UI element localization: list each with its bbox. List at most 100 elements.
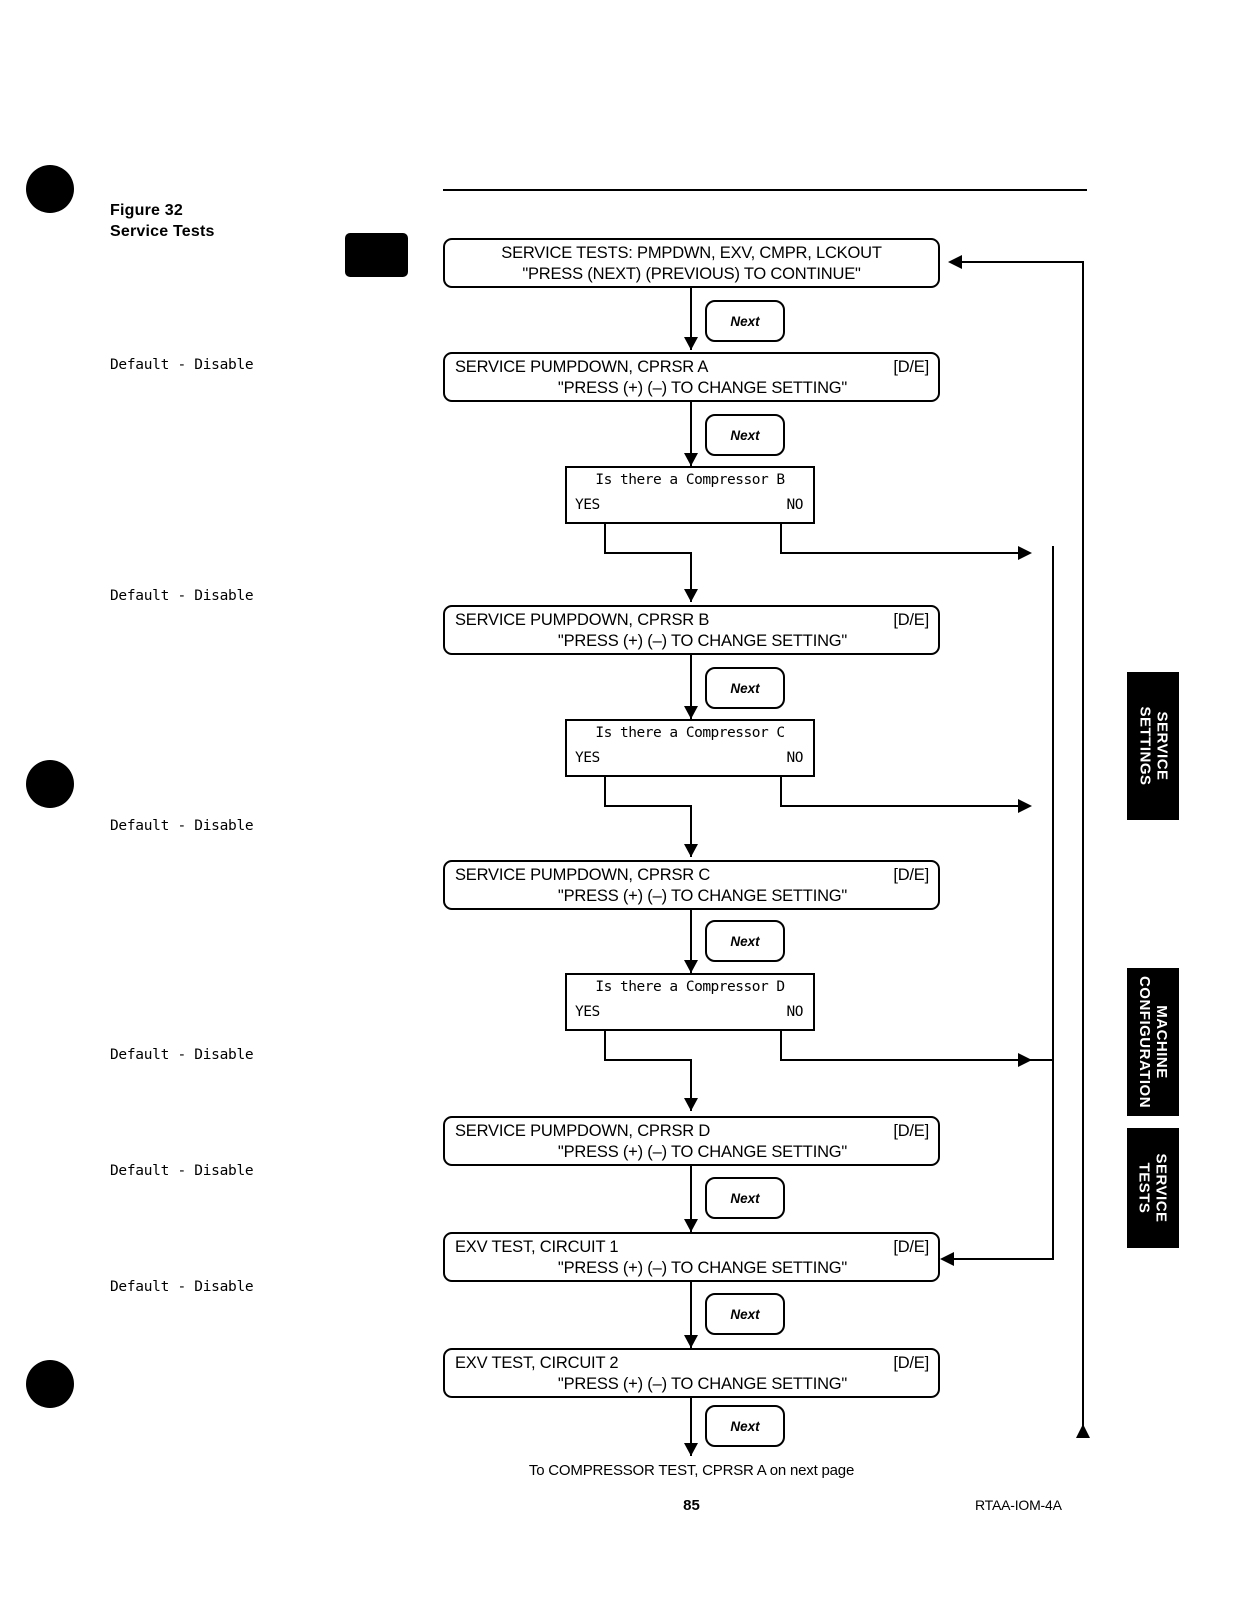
connector-d-yes-down [604,1031,606,1061]
box-exv-test-circuit-1: EXV TEST, CIRCUIT 1 [D/E] "PRESS (+) (–)… [443,1232,940,1282]
side-tab-line-1: SERVICE [1153,1153,1170,1223]
box-de-tag: [D/E] [893,866,929,884]
default-label-pumpdown-a: Default - Disable [110,357,254,373]
side-tab-line-1: SERVICE [1153,711,1171,781]
box-de-tag: [D/E] [893,358,929,376]
side-tab-machine-configuration[interactable]: MACHINE CONFIGURATION [1127,968,1179,1116]
side-tab-line-2: SETTINGS [1136,706,1154,786]
arrowhead-return-from-next-page [1076,1424,1090,1438]
connector-exv-2-to-next-page [690,1398,692,1456]
punch-hole-bottom [26,1360,74,1408]
arrowhead-pumpdown-d [684,1098,698,1111]
side-tab-service-tests[interactable]: SERVICE TESTS [1127,1128,1179,1248]
decision-no: NO [786,1004,804,1020]
connector-b-no-across [780,552,1020,554]
next-button-4[interactable]: Next [705,920,785,962]
box-de-tag: [D/E] [893,1122,929,1140]
box-line-1: SERVICE TESTS: PMPDWN, EXV, CMPR, LCKOUT [501,244,882,262]
arrowhead-exv-1 [684,1219,698,1232]
box-line-1: SERVICE PUMPDOWN, CPRSR B [455,611,710,629]
side-tab-line-2: TESTS [1136,1162,1153,1214]
arrowhead-exv-2 [684,1335,698,1348]
return-rail-outer-across [962,261,1084,263]
next-button-3[interactable]: Next [705,667,785,709]
decision-question: Is there a Compressor B [595,472,785,488]
return-rail-inner-lower [1052,1059,1054,1259]
box-de-tag: [D/E] [893,1238,929,1256]
connector-c-yes-to-pumpdown-c [690,805,692,857]
connector-c-no-across [780,805,1020,807]
box-line-2: "PRESS (+) (–) TO CHANGE SETTING" [557,1375,848,1393]
box-service-tests-banner: SERVICE TESTS: PMPDWN, EXV, CMPR, LCKOUT… [443,238,940,288]
box-service-pumpdown-cprsr-d: SERVICE PUMPDOWN, CPRSR D [D/E] "PRESS (… [443,1116,940,1166]
connector-d-no-across [780,1059,1020,1061]
box-service-pumpdown-cprsr-a: SERVICE PUMPDOWN, CPRSR A [D/E] "PRESS (… [443,352,940,402]
decision-is-there-compressor-b: Is there a Compressor B YES NO [565,466,815,524]
punch-hole-top [26,165,74,213]
decision-question: Is there a Compressor C [595,725,785,741]
arrowhead-pumpdown-c [684,844,698,857]
figure-title: Service Tests [110,223,215,240]
decision-no: NO [786,750,804,766]
box-line-1: SERVICE PUMPDOWN, CPRSR A [455,358,709,376]
box-line-2: "PRESS (+) (–) TO CHANGE SETTING" [557,887,848,905]
return-rail-inner [1052,546,1054,1061]
default-label-pumpdown-c: Default - Disable [110,818,254,834]
connector-banner-to-pumpdown-a [690,288,692,350]
side-tab-line-2: CONFIGURATION [1136,975,1154,1109]
default-label-pumpdown-d: Default - Disable [110,1047,254,1063]
connector-c-yes-down [604,777,606,807]
box-line-1: EXV TEST, CIRCUIT 2 [455,1354,619,1372]
next-button-2[interactable]: Next [705,414,785,456]
connector-b-yes-to-pumpdown-b [690,552,692,602]
box-line-1: EXV TEST, CIRCUIT 1 [455,1238,619,1256]
return-rail-inner-across [948,1059,1054,1061]
box-line-2: "PRESS (+) (–) TO CHANGE SETTING" [557,379,848,397]
arrowhead-return-to-exv-1 [940,1252,954,1266]
side-tab-service-settings[interactable]: SERVICE SETTINGS [1127,672,1179,820]
next-button-1[interactable]: Next [705,300,785,342]
tab-marker-block [345,233,408,277]
side-tab-line-1: MACHINE [1153,1005,1171,1079]
connector-b-yes-down [604,524,606,554]
box-line-1: SERVICE PUMPDOWN, CPRSR C [455,866,711,884]
arrowhead-pumpdown-a [684,337,698,350]
arrowhead-pumpdown-b [684,589,698,602]
decision-yes: YES [575,1004,600,1020]
box-de-tag: [D/E] [893,611,929,629]
decision-yes: YES [575,497,600,513]
default-label-exv-1: Default - Disable [110,1163,254,1179]
document-code: RTAA-IOM-4A [975,1497,1062,1513]
connector-c-yes-across [604,805,692,807]
connector-b-no-down [780,524,782,554]
next-button-7[interactable]: Next [705,1405,785,1447]
connector-b-yes-across [604,552,692,554]
arrowhead-b-no [1018,546,1032,560]
arrowhead-decision-b [684,453,698,466]
box-line-2: "PRESS (+) (–) TO CHANGE SETTING" [557,632,848,650]
connector-c-no-down [780,777,782,807]
figure-caption: Figure 32 Service Tests [110,200,215,242]
header-rule [443,189,1087,191]
default-label-pumpdown-b: Default - Disable [110,588,254,604]
connector-d-yes-across [604,1059,692,1061]
return-rail-outer [1082,262,1084,1437]
arrowhead-decision-d [684,960,698,973]
box-line-2: "PRESS (NEXT) (PREVIOUS) TO CONTINUE" [522,265,861,283]
decision-is-there-compressor-d: Is there a Compressor D YES NO [565,973,815,1031]
box-line-1: SERVICE PUMPDOWN, CPRSR D [455,1122,711,1140]
connector-pumpdown-b-to-decision-c [690,655,692,719]
connector-d-no-down [780,1031,782,1061]
arrowhead-c-no [1018,799,1032,813]
decision-no: NO [786,497,804,513]
next-button-6[interactable]: Next [705,1293,785,1335]
arrowhead-next-page [684,1443,698,1456]
return-rail-inner-into-exv1 [952,1258,1054,1260]
box-service-pumpdown-cprsr-c: SERVICE PUMPDOWN, CPRSR C [D/E] "PRESS (… [443,860,940,910]
connector-exv-1-to-exv-2 [690,1282,692,1348]
figure-number: Figure 32 [110,202,183,219]
arrowhead-decision-c [684,706,698,719]
next-button-5[interactable]: Next [705,1177,785,1219]
box-de-tag: [D/E] [893,1354,929,1372]
connector-d-yes-to-pumpdown-d [690,1059,692,1111]
